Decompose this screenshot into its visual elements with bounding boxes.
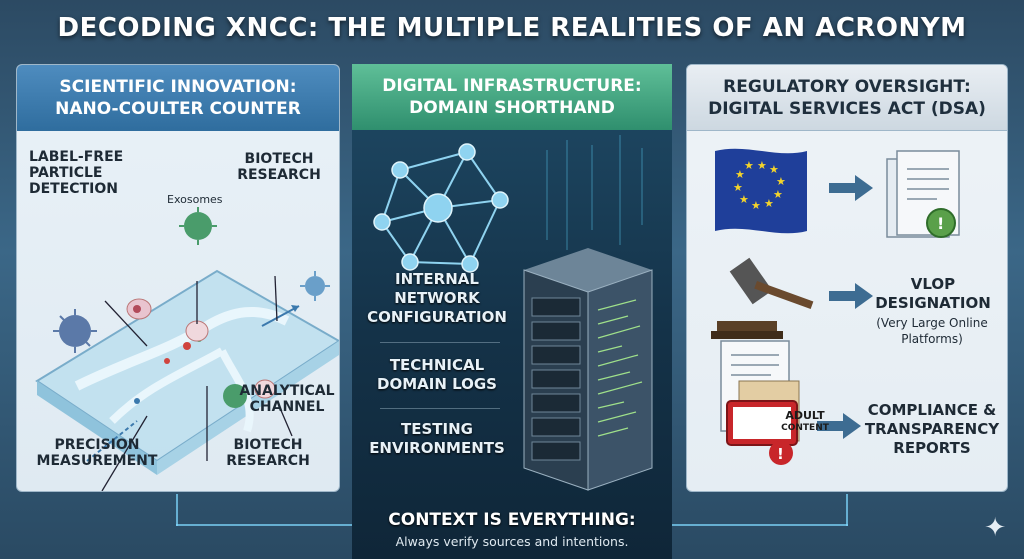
internal-network-label: INTERNAL NETWORK CONFIGURATION: [352, 270, 522, 327]
cell-icon-1: [126, 298, 152, 320]
svg-text:!: !: [777, 445, 784, 463]
analytical-channel-label: ANALYTICAL CHANNEL: [237, 383, 337, 415]
virus-icon-2: [300, 271, 330, 301]
compliance-line3: REPORTS: [893, 439, 971, 457]
separator-1: [380, 342, 500, 343]
infrastructure-heading-line2: DOMAIN SHORTHAND: [409, 98, 615, 118]
technical-line2: DOMAIN LOGS: [377, 375, 497, 393]
precision-measurement-label: PRECISION MEASUREMENT: [27, 437, 167, 469]
eu-flag-icon: ★★★ ★★★ ★★★ ★: [715, 148, 807, 234]
scientific-heading-line2: NANO-COULTER COUNTER: [55, 99, 301, 119]
svg-text:★: ★: [739, 193, 749, 206]
scientific-heading: SCIENTIFIC INNOVATION: NANO-COULTER COUN…: [17, 65, 339, 131]
svg-text:★: ★: [744, 159, 754, 172]
vlop-designation-label: VLOP DESIGNATION: [863, 275, 1003, 313]
vlop-line2: DESIGNATION: [875, 294, 991, 312]
testing-environments-label: TESTING ENVIRONMENTS: [352, 420, 522, 458]
svg-text:★: ★: [773, 188, 783, 201]
sparkle-icon: ✦: [984, 513, 1006, 543]
server-tower-icon: [523, 248, 653, 491]
svg-text:★: ★: [735, 168, 745, 181]
biotech-bottom-line1: BIOTECH: [233, 437, 303, 453]
digital-infrastructure-panel: DIGITAL INFRASTRUCTURE: DOMAIN SHORTHAND: [352, 64, 672, 559]
vlop-sub-line2: Platforms): [901, 332, 963, 346]
analytical-line2: CHANNEL: [249, 399, 325, 415]
exosomes-label: Exosomes: [167, 193, 223, 206]
vlop-sub-line1: (Very Large Online: [876, 316, 988, 330]
documents-alert-icon: !: [886, 150, 960, 238]
svg-text:★: ★: [769, 163, 779, 176]
flow-line-left-riser: [176, 494, 178, 526]
footer-headline: CONTEXT IS EVERYTHING:: [388, 510, 636, 530]
internal-line3: CONFIGURATION: [367, 308, 507, 326]
infrastructure-heading-line1: DIGITAL INFRASTRUCTURE:: [382, 76, 642, 96]
compliance-line1: COMPLIANCE &: [867, 401, 997, 419]
technical-line1: TECHNICAL: [389, 356, 485, 374]
nano-coulter-illustration: [35, 207, 339, 491]
regulatory-heading-line1: REGULATORY OVERSIGHT:: [723, 76, 971, 97]
arrow-right-icon-3: [817, 413, 861, 439]
svg-text:★: ★: [757, 159, 767, 172]
virus-icon-1: [53, 309, 97, 353]
scientific-heading-line1: SCIENTIFIC INNOVATION:: [59, 77, 297, 97]
label-free-line3: DETECTION: [29, 181, 118, 197]
infrastructure-illustration: [373, 135, 653, 491]
compliance-reports-label: COMPLIANCE & TRANSPARENCY REPORTS: [859, 401, 1005, 458]
svg-text:★: ★: [764, 197, 774, 210]
flow-line-right: [672, 524, 848, 526]
regulatory-heading-line2: DIGITAL SERVICES ACT (DSA): [708, 98, 986, 119]
internal-line1: INTERNAL: [395, 270, 479, 288]
biotech-bottom-line2: RESEARCH: [226, 453, 310, 469]
biotech-research-top-label: BIOTECH RESEARCH: [231, 151, 327, 183]
arrow-right-icon-1: [829, 175, 873, 201]
svg-text:★: ★: [776, 175, 786, 188]
precision-line2: MEASUREMENT: [36, 453, 158, 469]
scientific-innovation-panel: SCIENTIFIC INNOVATION: NANO-COULTER COUN…: [16, 64, 340, 492]
separator-2: [380, 408, 500, 409]
flow-line-left: [176, 524, 352, 526]
cell-icon-3: [254, 379, 276, 399]
vlop-line1: VLOP: [910, 275, 956, 293]
adult-content-label: ADULT CONTENT: [773, 409, 837, 435]
testing-line2: ENVIRONMENTS: [369, 439, 505, 457]
adult-line1: ADULT: [785, 409, 825, 422]
technical-domain-logs-label: TECHNICAL DOMAIN LOGS: [352, 356, 522, 394]
regulatory-heading: REGULATORY OVERSIGHT: DIGITAL SERVICES A…: [687, 65, 1007, 131]
svg-text:!: !: [937, 214, 944, 233]
label-free-line1: LABEL-FREE: [29, 149, 124, 165]
infrastructure-heading: DIGITAL INFRASTRUCTURE: DOMAIN SHORTHAND: [352, 64, 672, 130]
svg-text:★: ★: [751, 199, 761, 212]
virus-icon-3: [223, 384, 247, 408]
biotech-top-line1: BIOTECH: [244, 151, 314, 167]
regulatory-oversight-panel: REGULATORY OVERSIGHT: DIGITAL SERVICES A…: [686, 64, 1008, 492]
testing-line1: TESTING: [401, 420, 473, 438]
flow-arrow-icon: [261, 305, 300, 327]
analytical-line1: ANALYTICAL: [239, 383, 335, 399]
adult-line2: CONTENT: [781, 423, 829, 433]
biotech-top-line2: RESEARCH: [237, 167, 321, 183]
regulatory-illustration: ★★★ ★★★ ★★★ ★ !: [711, 148, 960, 465]
adult-content-document-icon: !: [720, 340, 800, 465]
precision-line1: PRECISION: [54, 437, 140, 453]
footer-message: CONTEXT IS EVERYTHING: Always verify sou…: [352, 500, 672, 559]
internal-line2: NETWORK: [394, 289, 480, 307]
label-free-line2: PARTICLE: [29, 165, 103, 181]
page-title: DECODING XNCC: THE MULTIPLE REALITIES OF…: [57, 13, 967, 43]
exosome-virus-icon: [179, 207, 217, 245]
svg-text:★: ★: [733, 181, 743, 194]
biotech-research-bottom-label: BIOTECH RESEARCH: [213, 437, 323, 469]
microfluidic-chip-icon: [35, 269, 339, 475]
vlop-description: (Very Large Online Platforms): [859, 315, 1005, 347]
arrow-right-icon-2: [829, 283, 873, 309]
label-free-detection-label: LABEL-FREE PARTICLE DETECTION: [29, 149, 139, 197]
flow-line-right-riser: [846, 494, 848, 526]
compliance-line2: TRANSPARENCY: [864, 420, 1000, 438]
footer-subline: Always verify sources and intentions.: [395, 534, 629, 549]
gavel-icon: [711, 257, 814, 339]
